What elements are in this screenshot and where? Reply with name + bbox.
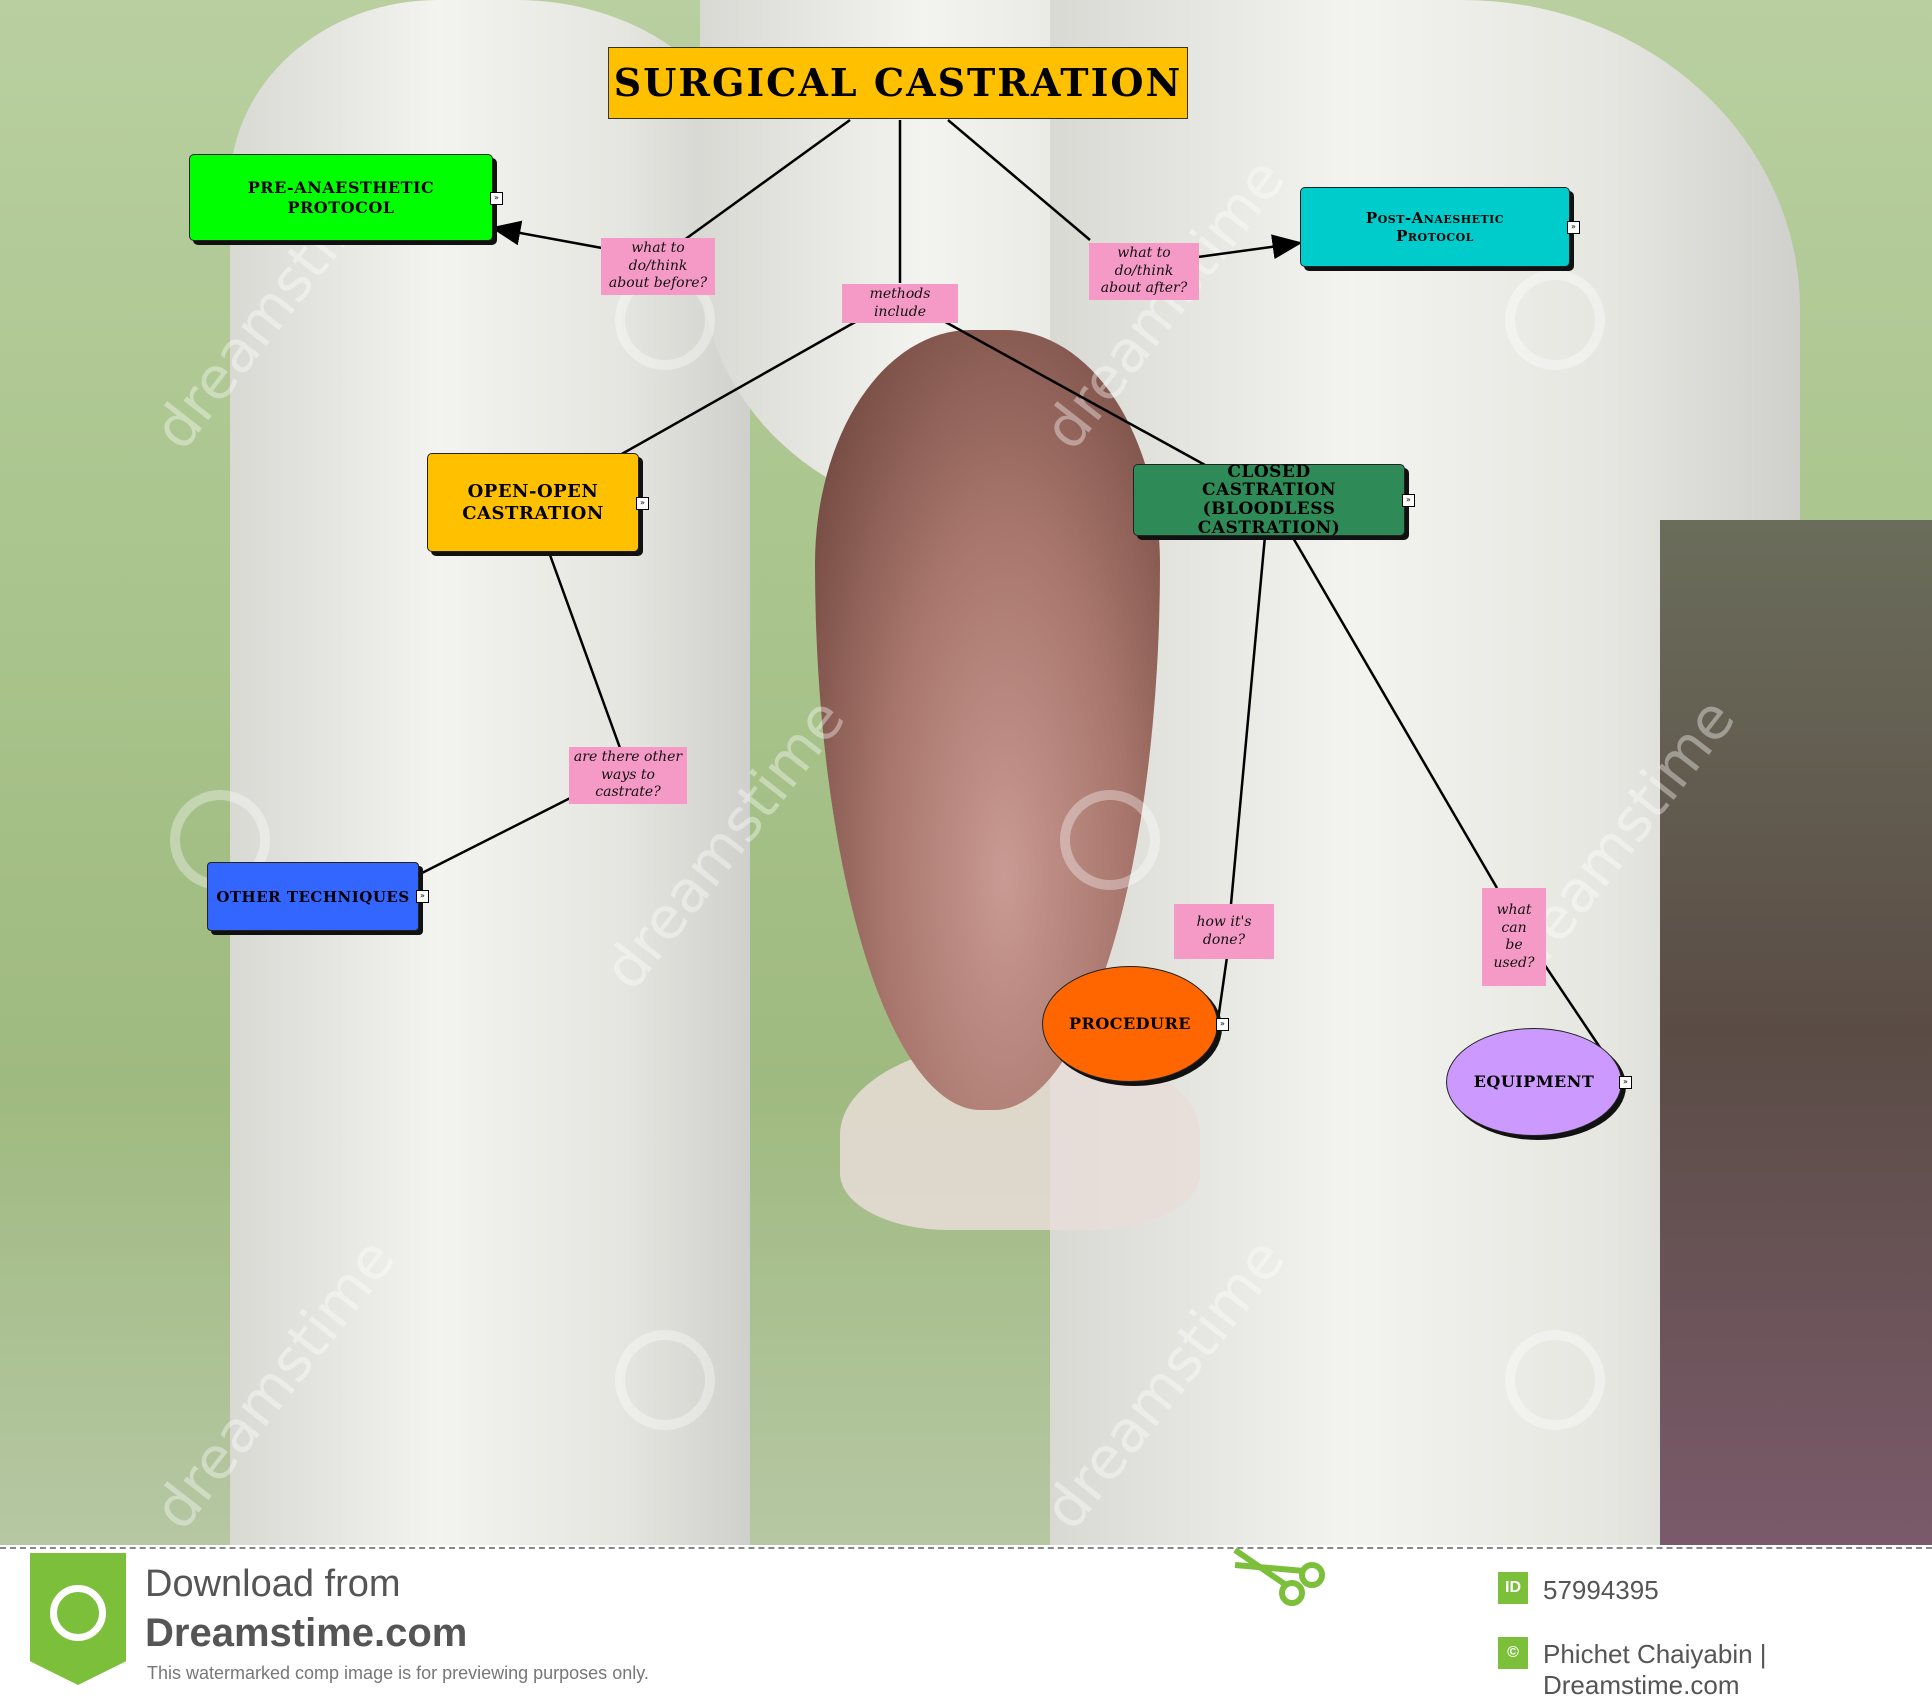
node-open-open-castration[interactable]: OPEN-OPEN CASTRATION [427,453,639,552]
double-chevron-right-icon[interactable]: » [490,192,503,205]
node-label: EQUIPMENT [1473,1072,1595,1092]
spiral-icon [50,1585,106,1641]
link-otherways-other [417,783,597,877]
dark-background-right [1660,520,1932,1545]
link-before-pre [490,220,603,250]
dreamstime-logo [30,1553,126,1685]
double-chevron-right-icon[interactable]: » [1402,494,1415,507]
double-chevron-right-icon[interactable]: » [416,890,429,903]
link-label-methods: methods include [842,284,958,323]
link-after-post [1197,234,1303,260]
double-chevron-right-icon[interactable]: » [636,497,649,510]
preview-notice: This watermarked comp image is for previ… [147,1663,649,1683]
watermark-spiral-icon [1505,270,1605,370]
node-label: PROCEDURE [1068,1014,1191,1034]
link-label-what-used: what can be used? [1482,888,1546,986]
id-badge-icon: ID [1498,1572,1528,1604]
node-post-anaesthetic[interactable]: Post-Anaeshetic Protocol [1300,187,1570,267]
diagram-title: SURGICAL CASTRATION [613,60,1183,106]
photographer-credit: Phichet Chaiyabin | Dreamstime.com [1543,1639,1767,1700]
link-title-before [679,118,851,245]
node-label: OTHER TECHNIQUES [216,887,410,906]
link-whatused-equipment [1536,954,1607,1056]
watermark-spiral-icon [1505,1330,1605,1430]
node-label: OPEN-OPEN CASTRATION [462,480,604,524]
watermark-spiral-icon [1060,790,1160,890]
image-id: 57994395 [1543,1575,1659,1605]
link-label-other-ways: are there other ways to castrate? [569,747,687,804]
link-methods-open [619,306,881,457]
node-label: PRE-ANAESTHETIC PROTOCOL [247,178,435,217]
double-chevron-right-icon[interactable]: » [1619,1076,1632,1089]
connector-lines [417,118,1607,1056]
double-chevron-right-icon[interactable]: » [1567,221,1580,234]
link-open-otherways [548,554,622,749]
download-from-text: Download from [145,1563,401,1605]
watermark-spiral-icon [615,1330,715,1430]
link-label-how: how it's done? [1174,904,1274,959]
title-node[interactable]: SURGICAL CASTRATION [608,47,1188,119]
node-pre-anaesthetic[interactable]: PRE-ANAESTHETIC PROTOCOL [189,154,493,241]
node-other-techniques[interactable]: OTHER TECHNIQUES [207,862,419,931]
link-closed-whatused [1290,535,1499,889]
scissors-icon [1233,1547,1325,1606]
node-closed-castration[interactable]: CLOSED CASTRATION (BLOODLESS CASTRATION) [1133,461,1405,538]
link-closed-how [1228,535,1267,916]
footer: Download from Dreamstime.com This waterm… [0,1545,1932,1708]
link-label-before: what to do/think about before? [601,238,715,295]
copyright-icon: © [1498,1637,1528,1669]
link-methods-closed [919,306,1206,467]
link-label-after: what to do/think about after? [1089,243,1199,300]
link-title-after [947,119,1091,241]
node-label: CLOSED CASTRATION (BLOODLESS CASTRATION) [1197,461,1341,538]
node-label: Post-Anaeshetic Protocol [1365,209,1505,245]
footer-divider [0,1547,1932,1549]
node-equipment[interactable]: EQUIPMENT [1446,1028,1622,1136]
double-chevron-right-icon[interactable]: » [1216,1018,1229,1031]
site-name[interactable]: Dreamstime.com [145,1611,468,1655]
link-how-procedure [1216,949,1230,1021]
node-procedure[interactable]: PROCEDURE [1042,966,1218,1082]
